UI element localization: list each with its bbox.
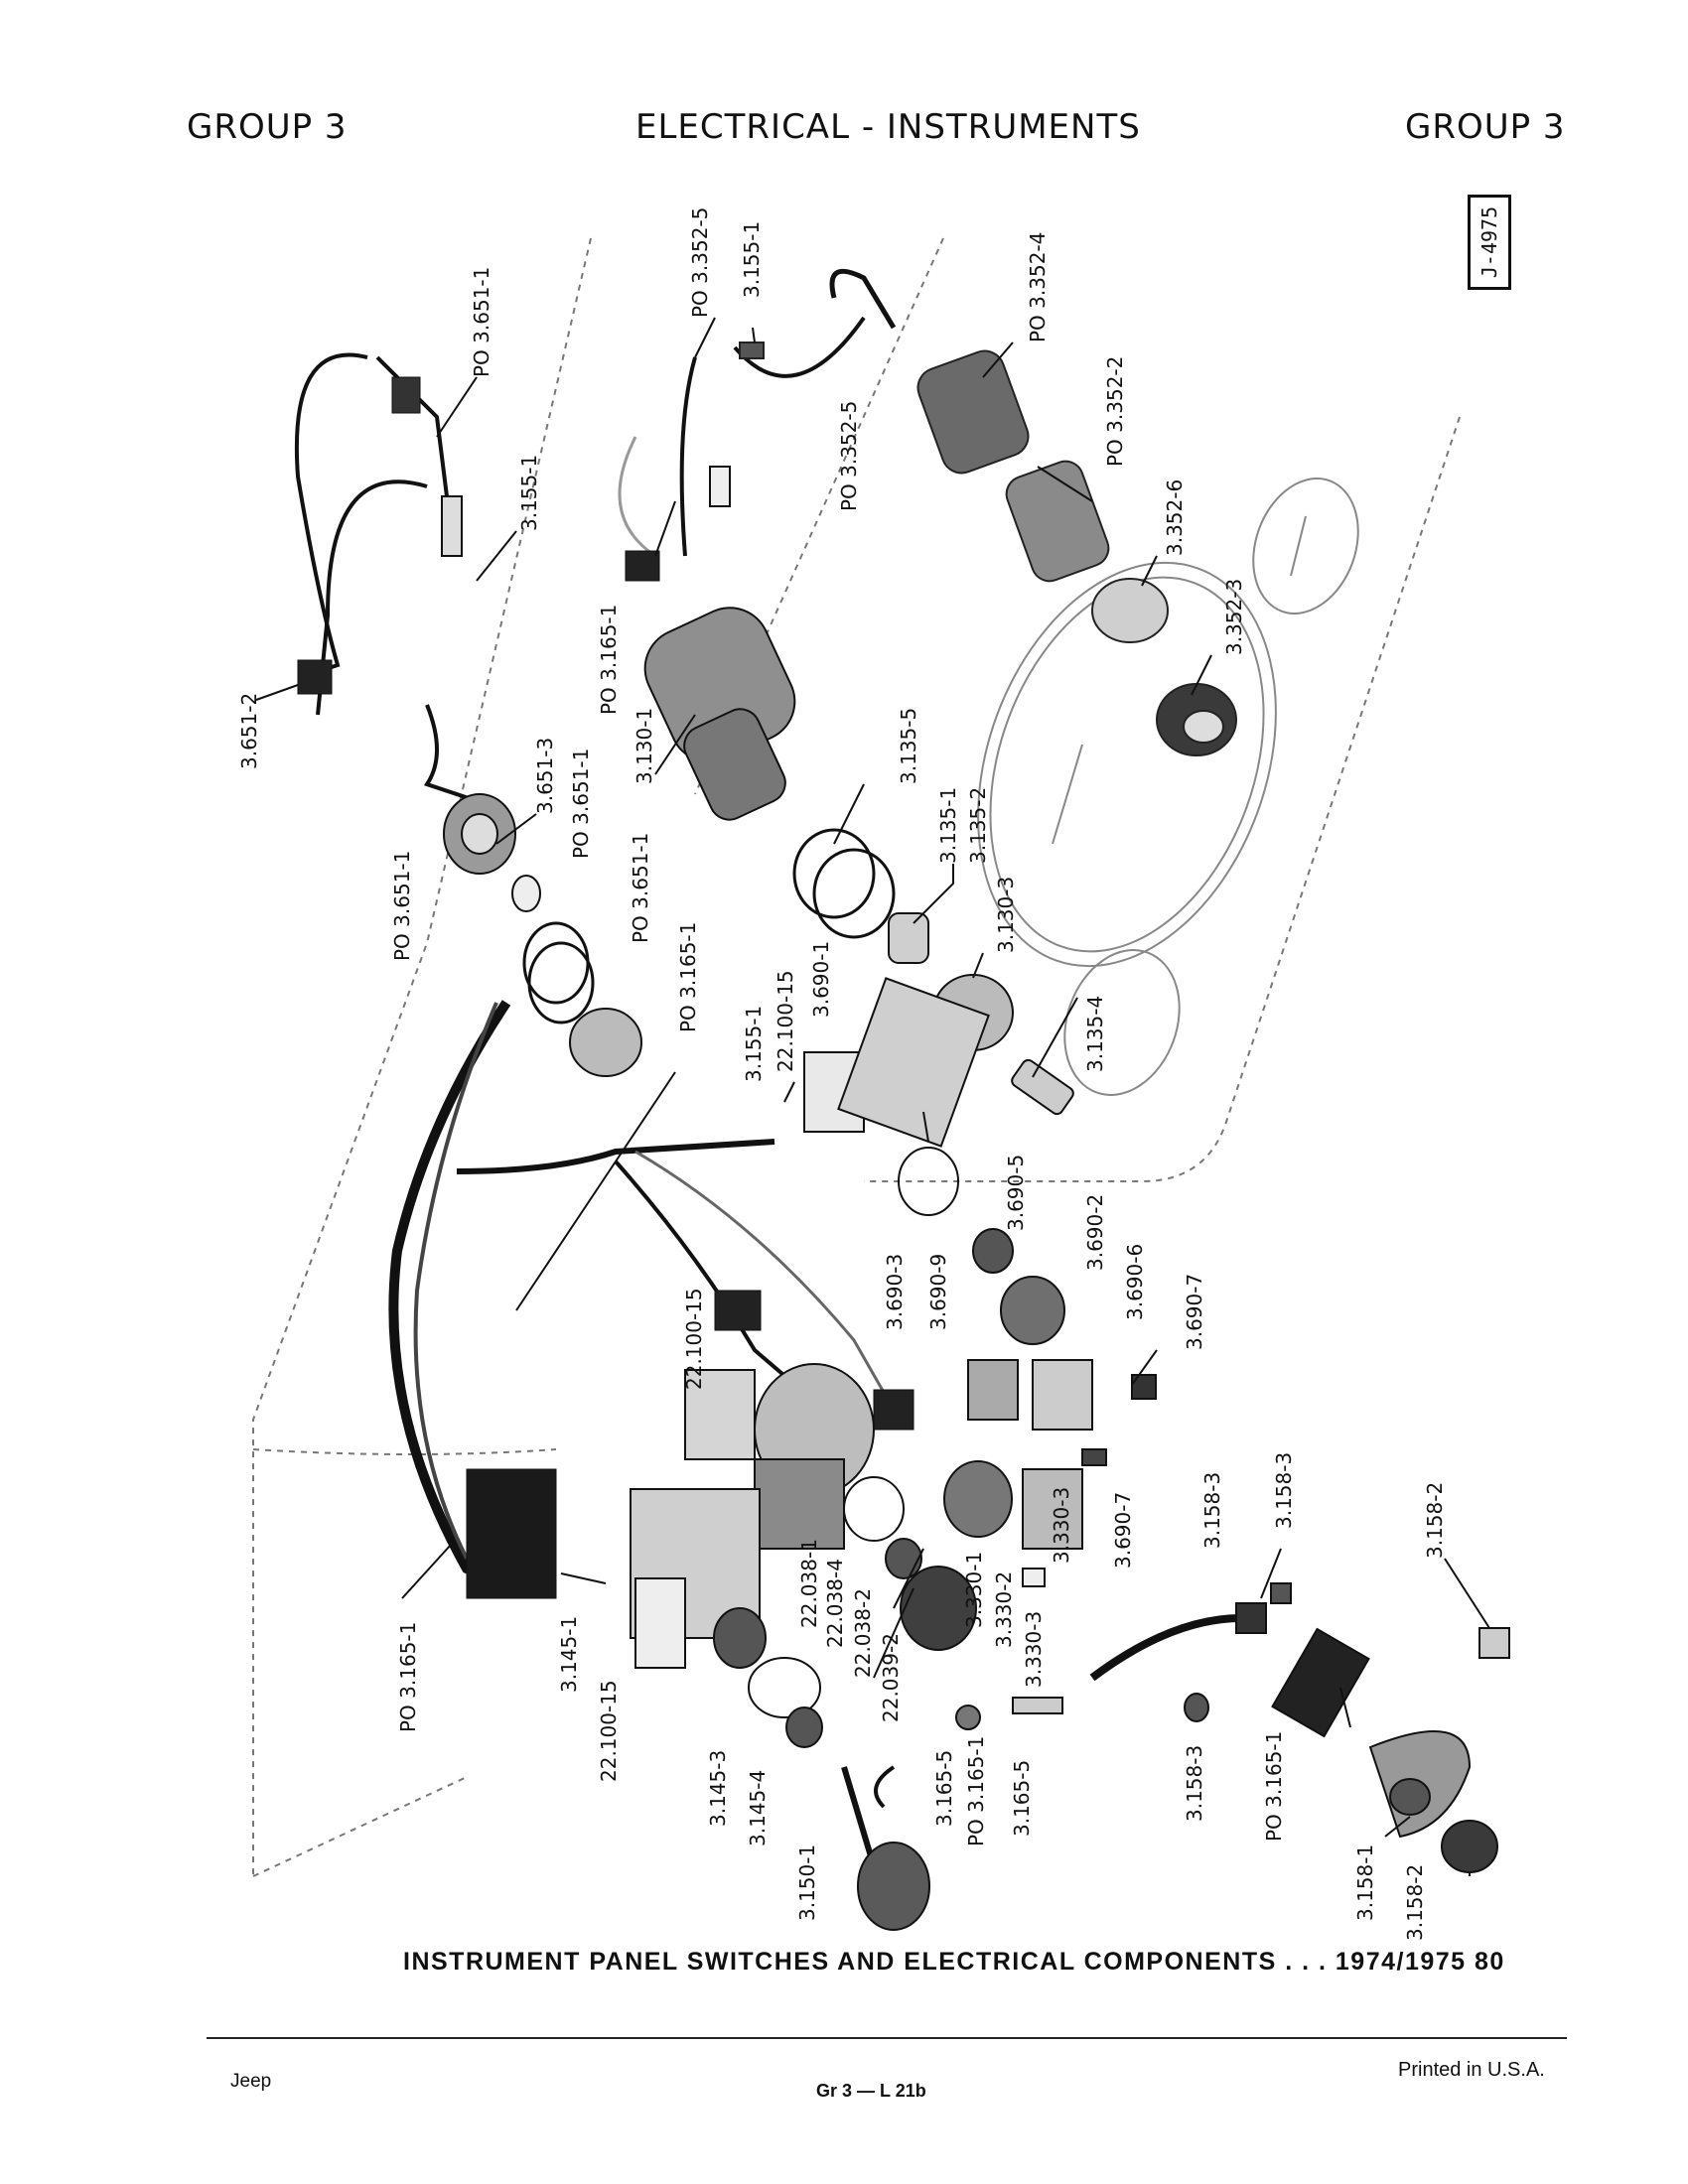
part-label: 3.651-2 (237, 693, 261, 769)
part-label: PO 3.352-4 (1026, 232, 1050, 342)
cigar-lighter-assembly (733, 268, 1237, 756)
part-label: 3.135-4 (1083, 996, 1107, 1072)
part-label: 3.352-6 (1163, 479, 1187, 556)
figure-caption: INSTRUMENT PANEL SWITCHES AND ELECTRICAL… (403, 1948, 1505, 1976)
part-label: 3.651-3 (533, 738, 557, 814)
part-label: 3.690-7 (1111, 1492, 1135, 1569)
part-label: 3.165-5 (1010, 1760, 1034, 1837)
part-label: 3.165-5 (932, 1750, 956, 1827)
reference-box: J-4975 (1468, 195, 1511, 290)
dashboard-outline (252, 237, 1461, 1877)
group-left: GROUP 3 (187, 107, 348, 147)
part-label: 3.130-3 (994, 877, 1018, 953)
part-label: PO 3.165-1 (964, 1736, 988, 1846)
part-label: 3.330-1 (962, 1552, 986, 1628)
part-label: 3.145-1 (557, 1616, 581, 1693)
footer-page-ref: Gr 3 — L 21b (816, 2081, 926, 2101)
part-label: PO 3.352-2 (1103, 356, 1127, 467)
part-label: 3.690-6 (1123, 1244, 1147, 1320)
leader-lines (255, 317, 1490, 1876)
part-label: 3.158-2 (1423, 1482, 1447, 1559)
part-label: 3.158-2 (1403, 1864, 1427, 1941)
part-label: 3.155-1 (740, 221, 764, 298)
part-label: PO 3.165-1 (597, 605, 621, 715)
part-label: 3.145-3 (706, 1750, 730, 1827)
part-label: 3.155-1 (517, 455, 541, 531)
footer-rule (207, 2037, 1567, 2039)
part-label: PO 3.651-1 (470, 267, 493, 377)
footer-brand: Jeep (230, 2071, 272, 2092)
part-label: 3.130-1 (633, 708, 656, 784)
part-label: 3.330-3 (1022, 1611, 1046, 1688)
part-label: 3.135-5 (897, 708, 920, 784)
part-label: 22.038-1 (797, 1539, 821, 1628)
part-label: 3.145-4 (746, 1770, 770, 1846)
part-label: 3.690-9 (926, 1254, 950, 1330)
gauge-cluster (977, 478, 1359, 1096)
part-label: PO 3.165-1 (1262, 1731, 1286, 1842)
part-label: 3.158-3 (1200, 1472, 1224, 1549)
part-label: 3.155-1 (742, 1006, 766, 1082)
part-label: 3.135-2 (966, 787, 990, 864)
backup-light-switch-assembly (1089, 1582, 1510, 1873)
part-label: 3.135-1 (936, 787, 960, 864)
part-label: PO 3.651-1 (569, 749, 593, 859)
part-label: PO 3.352-5 (688, 207, 712, 318)
part-label: 3.330-2 (992, 1571, 1016, 1648)
part-label: 3.330-3 (1050, 1487, 1073, 1564)
wiring-harness (388, 1000, 914, 1599)
part-label: 3.352-3 (1222, 579, 1246, 655)
part-label: 22.100-15 (774, 970, 797, 1072)
part-labels: PO 3.651-1 3.155-1 3.651-2 3.651-3 PO 3.… (237, 207, 1447, 1941)
part-label: PO 3.165-1 (676, 922, 700, 1032)
part-label: PO 3.651-1 (390, 851, 414, 961)
part-label: 3.690-3 (883, 1254, 907, 1330)
part-label: 3.690-5 (1004, 1155, 1028, 1231)
part-label: 3.690-2 (1083, 1194, 1107, 1271)
group-right: GROUP 3 (1405, 107, 1566, 147)
wiper-switch-assembly (294, 352, 642, 1077)
part-label: 3.690-7 (1183, 1274, 1206, 1350)
part-label: 22.038-2 (851, 1588, 875, 1678)
part-label: 3.150-1 (795, 1844, 819, 1921)
part-label: 3.690-1 (809, 941, 833, 1018)
page-title: ELECTRICAL - INSTRUMENTS (635, 107, 1141, 147)
part-label: PO 3.165-1 (396, 1622, 420, 1732)
switch-bank (630, 977, 1157, 1931)
part-label: 22.039-2 (879, 1633, 903, 1722)
part-label: 22.100-15 (597, 1680, 621, 1782)
footer-printed: Printed in U.S.A. (1398, 2059, 1545, 2081)
part-label: 3.158-1 (1353, 1844, 1377, 1921)
part-label: 22.100-15 (682, 1288, 706, 1390)
part-label: 3.158-3 (1183, 1745, 1206, 1822)
part-label: 22.038-4 (823, 1559, 847, 1648)
part-label: 3.158-3 (1272, 1452, 1296, 1529)
part-label: PO 3.651-1 (629, 833, 652, 943)
part-label: PO 3.352-5 (837, 401, 861, 511)
